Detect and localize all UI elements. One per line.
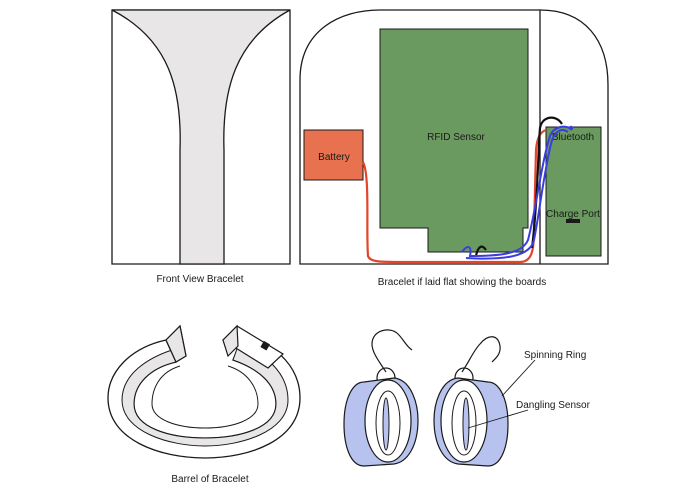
bluetooth-label: Bluetooth [552, 132, 594, 143]
right-dangling-sensor [462, 397, 470, 451]
dangling-sensor-label: Dangling Sensor [516, 400, 591, 411]
barrel-charge-port [260, 340, 270, 351]
bluetooth-board [545, 126, 602, 257]
flat-view-caption: Bracelet if laid flat showing the boards [378, 277, 546, 288]
dangling-sensor-leader [467, 409, 529, 429]
earring-left [343, 329, 419, 467]
wire-end-dot [568, 125, 574, 131]
blue-wire-b [465, 129, 569, 260]
front-view-caption: Front View Bracelet [156, 274, 243, 285]
right-earring-hook [461, 336, 501, 373]
black-wire [474, 116, 563, 257]
barrel-caption: Barrel of Bracelet [171, 474, 248, 485]
flat-view-bracelet: RFID Sensor Battery Bluetooth Charge Por… [299, 9, 609, 288]
barrel-bracelet: Barrel of Bracelet [107, 324, 301, 485]
battery-block [303, 129, 364, 181]
barrel-hole [151, 365, 259, 429]
front-view-band [111, 9, 291, 265]
barrel-right-end-face [222, 324, 239, 358]
left-earring-hook [371, 329, 413, 373]
spinning-ring-label: Spinning Ring [524, 350, 586, 361]
rfid-label: RFID Sensor [427, 132, 485, 143]
charge-port-label: Charge Port [546, 209, 600, 220]
barrel-left-end-face [165, 324, 187, 363]
red-wire [361, 128, 547, 264]
earring-right [433, 336, 509, 467]
spinning-ring-leader [501, 359, 536, 397]
battery-label: Battery [318, 152, 350, 163]
front-view-bracelet: Front View Bracelet [111, 9, 291, 285]
charge-port-connector [566, 219, 580, 223]
left-dangling-sensor [382, 397, 390, 451]
blue-wire-a [461, 125, 573, 258]
